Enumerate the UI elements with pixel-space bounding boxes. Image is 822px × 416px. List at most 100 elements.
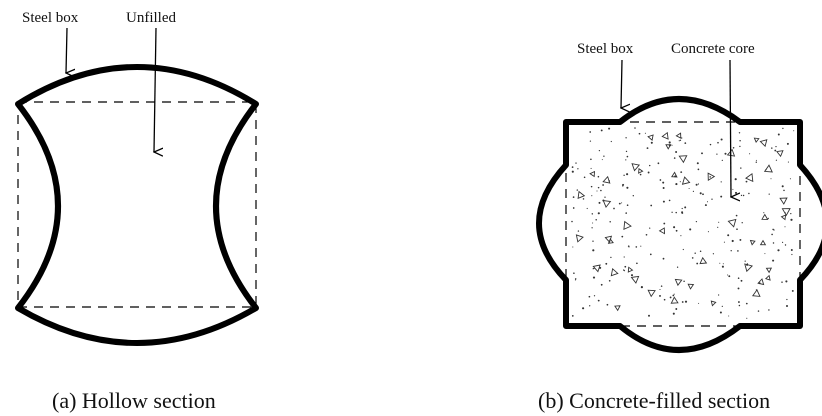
concrete-speck xyxy=(649,253,652,256)
concrete-speck xyxy=(684,300,688,303)
concrete-speck xyxy=(773,229,775,231)
label-concrete-core: Concrete core xyxy=(671,41,755,57)
concrete-speck xyxy=(719,311,722,314)
concrete-aggregate xyxy=(764,274,771,281)
concrete-speck xyxy=(768,309,770,311)
concrete-speck xyxy=(707,231,709,233)
concrete-speck xyxy=(589,305,591,307)
concrete-speck xyxy=(597,186,600,189)
concrete-aggregate xyxy=(647,134,654,141)
concrete-speck xyxy=(623,256,625,258)
concrete-aggregate xyxy=(780,214,787,221)
concrete-speck xyxy=(720,195,723,198)
concrete-speck xyxy=(660,285,663,287)
concrete-speck xyxy=(739,145,741,148)
concrete-speck xyxy=(739,238,742,241)
concrete-speck xyxy=(783,189,785,192)
concrete-speck xyxy=(678,140,680,142)
concrete-speck xyxy=(745,302,748,305)
concrete-speck xyxy=(659,288,661,291)
concrete-speck xyxy=(782,241,784,243)
concrete-speck xyxy=(697,168,700,171)
concrete-speck xyxy=(790,212,792,215)
concrete-speck xyxy=(624,265,627,268)
arrow-steel-box-a xyxy=(66,27,67,73)
concrete-speck xyxy=(732,147,735,149)
concrete-speck xyxy=(671,144,673,146)
concrete-speck xyxy=(625,212,627,214)
concrete-speck xyxy=(662,257,665,260)
label-unfilled: Unfilled xyxy=(126,10,176,26)
concrete-speck xyxy=(606,303,609,306)
concrete-aggregate xyxy=(699,256,708,265)
caption-hollow-section: (a) Hollow section xyxy=(52,388,216,413)
concrete-speck xyxy=(662,187,665,189)
concrete-aggregate xyxy=(631,163,641,172)
concrete-speck xyxy=(790,218,793,221)
concrete-speck xyxy=(675,229,678,232)
concrete-speck xyxy=(727,234,730,237)
concrete-speck xyxy=(621,235,624,238)
concrete-speck xyxy=(745,180,748,183)
concrete-speck xyxy=(662,200,665,203)
concrete-aggregate xyxy=(674,278,683,287)
concrete-speck xyxy=(650,204,653,207)
concrete-speck xyxy=(716,153,718,155)
concrete-speck xyxy=(718,221,720,223)
concrete-speck xyxy=(634,127,636,129)
concrete-speck xyxy=(782,127,784,130)
concrete-speck xyxy=(582,198,585,200)
concrete-speck xyxy=(682,248,684,251)
concrete-speck xyxy=(737,301,740,303)
concrete-speck xyxy=(591,195,593,197)
concrete-speck xyxy=(600,129,603,132)
concrete-speck xyxy=(589,140,592,142)
concrete-speck xyxy=(645,233,648,236)
concrete-speck xyxy=(663,222,666,225)
concrete-speck xyxy=(732,188,734,190)
concrete-speck xyxy=(610,140,612,143)
concrete-speck xyxy=(737,250,739,252)
concrete-speck xyxy=(679,181,681,183)
concrete-speck xyxy=(625,137,627,139)
concrete-speck xyxy=(777,249,780,252)
concrete-speck xyxy=(681,212,684,214)
concrete-aggregate xyxy=(681,176,691,185)
concrete-speck xyxy=(775,145,777,148)
concrete-speck xyxy=(694,252,696,254)
concrete-speck xyxy=(574,278,577,280)
concrete-speck xyxy=(720,138,723,141)
panel-hollow-section: Steel box Unfilled (a) Hollow section xyxy=(15,10,259,413)
concrete-speck xyxy=(571,166,574,168)
label-steel-box-a: Steel box xyxy=(22,10,79,26)
concrete-aggregate xyxy=(610,267,619,277)
concrete-speck xyxy=(785,280,788,283)
concrete-speck xyxy=(649,164,651,167)
concrete-speck xyxy=(789,178,791,180)
concrete-speck xyxy=(571,220,573,223)
concrete-speck xyxy=(626,173,629,176)
concrete-speck xyxy=(717,226,719,228)
concrete-speck xyxy=(709,176,711,178)
arrow-steel-box-b xyxy=(621,59,622,108)
concrete-speck xyxy=(681,301,684,303)
concrete-speck xyxy=(640,245,642,247)
concrete-aggregate xyxy=(675,132,682,139)
concrete-speck xyxy=(591,213,594,215)
concrete-aggregate xyxy=(623,220,632,231)
concrete-speck xyxy=(597,212,600,215)
concrete-speck xyxy=(723,241,725,243)
concrete-aggregate xyxy=(751,289,761,297)
concrete-speck xyxy=(697,183,699,185)
concrete-speck xyxy=(648,314,650,317)
concrete-speck xyxy=(630,274,634,277)
concrete-speck xyxy=(675,211,677,214)
concrete-speck xyxy=(628,246,630,248)
concrete-speck xyxy=(790,249,793,251)
concrete-speck xyxy=(698,302,700,304)
concrete-speck xyxy=(742,194,745,197)
concrete-speck xyxy=(740,167,742,169)
concrete-speck xyxy=(622,185,624,187)
concrete-speck xyxy=(582,307,585,310)
concrete-speck xyxy=(701,152,703,155)
